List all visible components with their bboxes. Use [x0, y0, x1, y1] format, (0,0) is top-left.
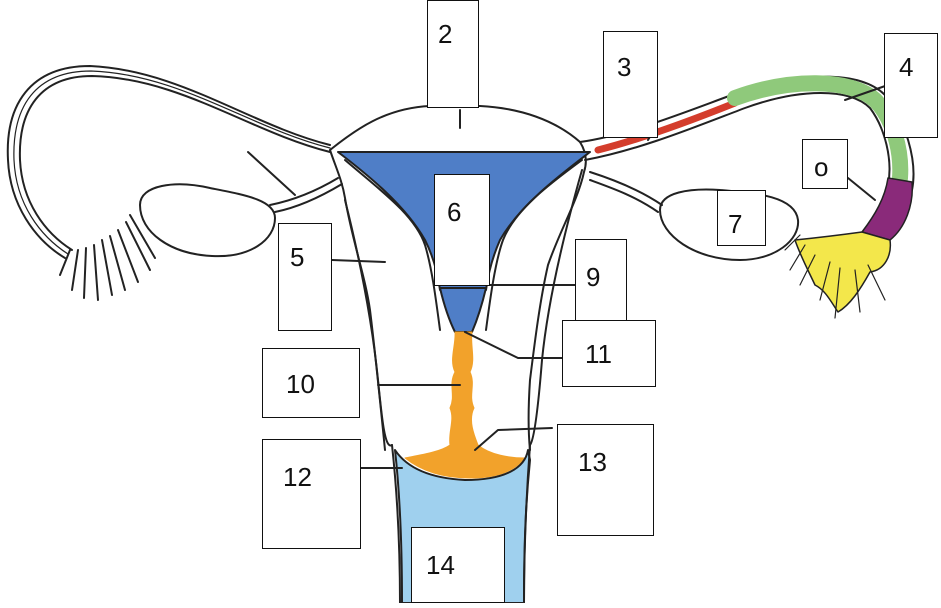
leader-4	[844, 84, 889, 101]
left-fallopian-tube-inner	[18, 75, 331, 251]
endometrium-left	[344, 159, 441, 331]
label-2: 2	[438, 19, 453, 49]
leader-13	[474, 427, 553, 451]
label-10: 10	[286, 369, 315, 399]
leader-5	[331, 259, 386, 263]
label-8: o	[814, 152, 829, 182]
left-fallopian-tube	[6, 65, 331, 259]
vagina-wall-right	[523, 444, 531, 604]
cervix-outer-left	[344, 199, 393, 447]
label-box-12: 12	[262, 439, 361, 549]
label-12: 12	[283, 462, 312, 492]
cervical-canal	[404, 331, 526, 479]
label-9: 9	[586, 262, 601, 292]
left-ovarian-ligament	[269, 177, 343, 213]
left-fallopian-tube-lumen	[13, 70, 331, 255]
label-11: 11	[585, 339, 612, 369]
label-box-5: 5	[278, 223, 332, 331]
label-box-6: 6	[434, 174, 490, 286]
label-13: 13	[578, 447, 607, 477]
label-14: 14	[426, 550, 455, 580]
label-6: 6	[447, 197, 462, 227]
label-box-3: 3	[603, 31, 658, 138]
label-box-9: 9	[575, 239, 627, 321]
label-box-8: o	[802, 139, 848, 189]
leader-11	[464, 331, 563, 359]
label-box-7: 7	[717, 190, 766, 246]
label-box-10: 10	[262, 348, 360, 418]
label-box-4: 4	[884, 33, 938, 138]
label-4: 4	[899, 52, 914, 82]
right-fimbriae	[794, 231, 892, 313]
right-ovarian-ligament	[589, 171, 663, 213]
label-5: 5	[290, 242, 305, 272]
label-box-11: 11	[562, 320, 656, 387]
left-ovary	[139, 183, 276, 258]
uterine-cavity-neck	[439, 287, 487, 333]
vagina-wall-left	[391, 444, 401, 604]
endometrium-right	[485, 159, 583, 331]
label-box-2: 2	[427, 0, 479, 108]
right-ovary	[659, 188, 800, 261]
label-box-13: 13	[557, 424, 654, 536]
tube-segment-green	[727, 75, 909, 186]
leader-5b	[247, 151, 296, 196]
label-box-14: 14	[411, 527, 505, 603]
left-fimbriae	[59, 214, 156, 301]
label-3: 3	[617, 52, 632, 82]
label-7: 7	[728, 209, 743, 239]
leader-8	[847, 177, 876, 201]
tube-segment-purple	[861, 177, 914, 241]
leader-lines	[247, 84, 889, 469]
right-fimbriae-strands	[784, 234, 886, 319]
